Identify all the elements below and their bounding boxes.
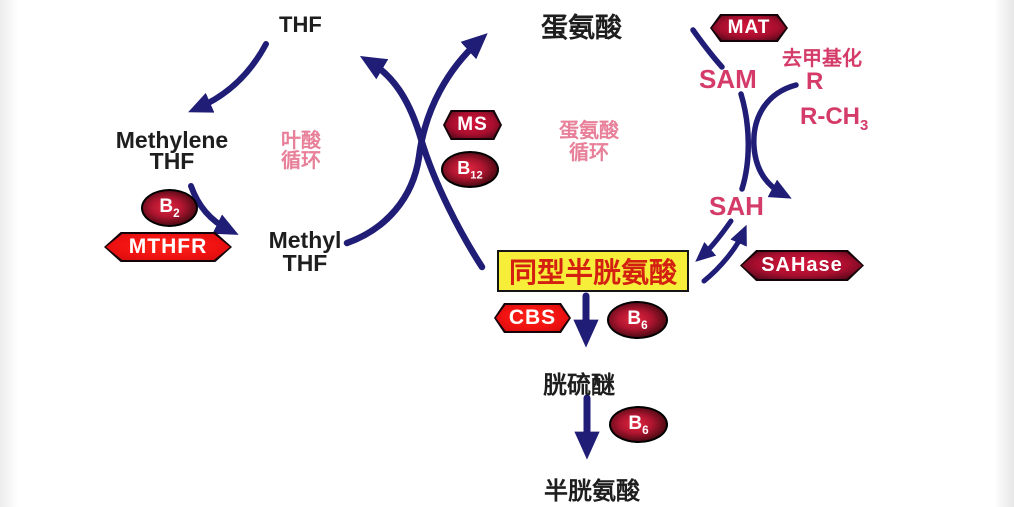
arrow-methylene-thf-to-methyl-thf xyxy=(188,183,239,235)
arrow-demethylation-r-to-rch3 xyxy=(751,82,799,199)
vitamin-b6-upper-badge: B6 xyxy=(607,301,668,339)
demethylation-label: 去甲基化 xyxy=(782,48,862,70)
methionine-cycle-label: 蛋氨酸 循环 xyxy=(559,120,619,164)
methyl-thf-label: Methyl THF xyxy=(268,227,342,276)
line-methionine-to-sam xyxy=(690,27,725,70)
mthfr-enzyme-badge: MTHFR xyxy=(104,232,232,262)
vitamin-b12-badge: B12 xyxy=(441,151,499,188)
arrow-homocysteine-to-sah xyxy=(701,224,747,284)
r-substrate-label: R xyxy=(806,68,824,95)
curve-sam-to-sah xyxy=(738,91,751,192)
folate-cycle-label: 叶酸 循环 xyxy=(281,130,321,172)
sahase-enzyme-badge: SAHase xyxy=(740,250,864,281)
vitamin-b2-badge: B2 xyxy=(141,189,198,227)
sah-label: SAH xyxy=(709,191,764,221)
arrow-thf-to-methylene-thf xyxy=(188,41,269,113)
methionine-label: 蛋氨酸 xyxy=(541,13,622,43)
vitamin-b6-lower-badge: B6 xyxy=(609,406,668,443)
homocysteine-box: 同型半胱氨酸 xyxy=(497,250,689,292)
arrow-sah-to-homocysteine xyxy=(695,218,734,262)
cysteine-label: 半胱氨酸 xyxy=(544,478,640,505)
ms-enzyme-badge: MS xyxy=(443,110,502,140)
cystathionine-label: 胱硫醚 xyxy=(543,372,615,399)
cbs-enzyme-badge: CBS xyxy=(494,303,571,333)
methylene-thf-label: Methylene THF xyxy=(115,127,229,174)
arrow-methyl-thf-to-methionine xyxy=(343,33,488,247)
sam-label: SAM xyxy=(699,64,757,94)
thf-label: THF xyxy=(279,12,322,37)
r-ch3-product-label: R-CH3 xyxy=(800,103,869,134)
mat-enzyme-badge: MAT xyxy=(710,14,788,42)
arrow-homocysteine-to-thf xyxy=(359,56,486,271)
